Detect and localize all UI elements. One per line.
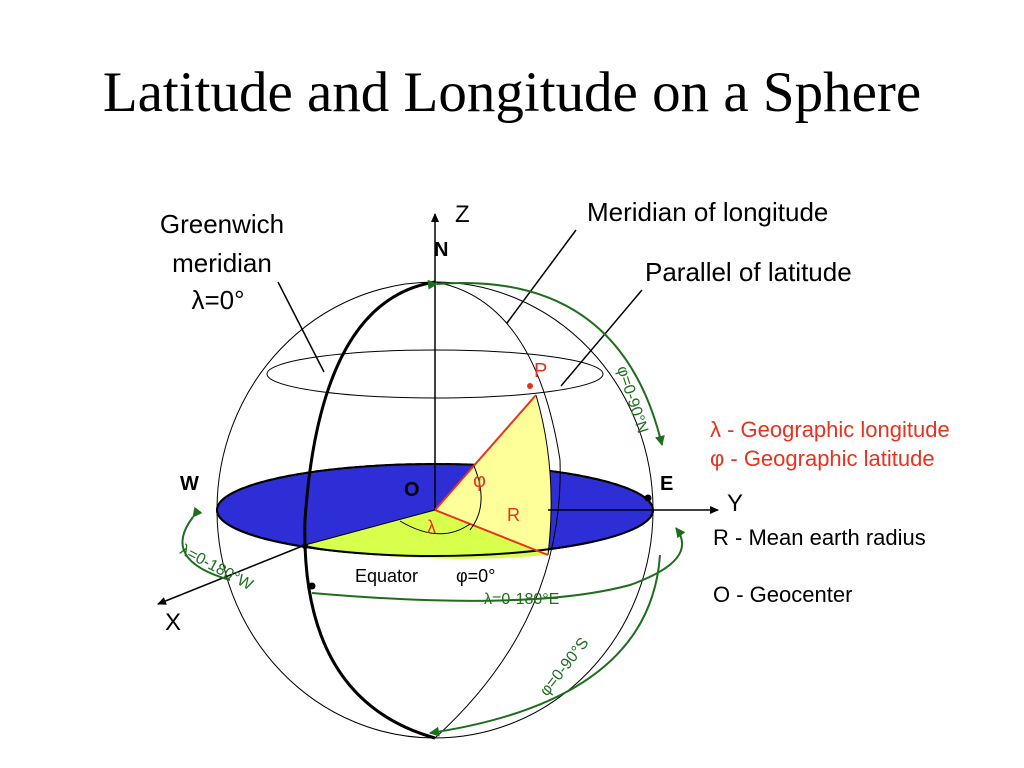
radius-label: R [507, 505, 520, 525]
meridian-equator-dot [302, 543, 308, 549]
greenwich-label-line1: Greenwich [160, 209, 284, 239]
point-p-dot [527, 383, 533, 389]
greenwich-leader [277, 281, 325, 373]
y-axis-label: Y [727, 490, 743, 517]
longitude-sector [305, 510, 548, 559]
lambda-angle-label: λ [427, 517, 436, 537]
lat-north-label: φ=0-90°N [613, 364, 651, 436]
lat-south-label: φ=0-90°S [537, 635, 593, 700]
phi-angle-arc [469, 465, 482, 531]
east-point-dot [644, 494, 652, 502]
lat-south-arrow [429, 554, 661, 737]
x-axis-label: X [165, 609, 181, 636]
north-label: N [434, 239, 448, 261]
lat-north-arrow [427, 279, 665, 446]
meridian-lower-dot [308, 582, 316, 590]
lambda-angle-arc [399, 520, 471, 535]
legend-lambda: λ - Geographic longitude [710, 417, 950, 442]
z-axis-label: Z [455, 201, 470, 228]
parallel-of-latitude-label: Parallel of latitude [645, 257, 852, 287]
radius-on-equator [434, 509, 549, 556]
equator-label: Equator [355, 566, 418, 586]
equator-phi-label: φ=0° [456, 566, 495, 586]
longitude-radius [304, 509, 436, 546]
greenwich-label-line3: λ=0° [191, 285, 244, 315]
point-p-label: P [534, 360, 547, 382]
phi-angle-label: φ [473, 470, 486, 492]
lon-west-label: λ=0-180°W [177, 542, 256, 595]
greenwich-meridian [303, 280, 436, 740]
lon-east-arrow [311, 527, 686, 602]
origin-label: O [404, 479, 420, 501]
legend-phi: φ - Geographic latitude [710, 446, 935, 471]
legend-radius: R - Mean earth radius [713, 525, 926, 550]
lon-east-label: λ=0-180°E [484, 591, 559, 608]
equator-front [216, 509, 654, 557]
slide-title: Latitude and Longitude on a Sphere [102, 61, 922, 124]
equator-back-dashed [216, 463, 654, 511]
greenwich-label-line2: meridian [172, 248, 272, 278]
legend-origin: O - Geocenter [713, 582, 852, 607]
meridian-of-longitude-label: Meridian of longitude [587, 197, 828, 227]
meridian-leader [506, 229, 577, 324]
east-label: E [660, 473, 673, 495]
west-label: W [180, 473, 199, 495]
lon-west-arrow [181, 506, 231, 581]
x-axis [157, 544, 306, 605]
